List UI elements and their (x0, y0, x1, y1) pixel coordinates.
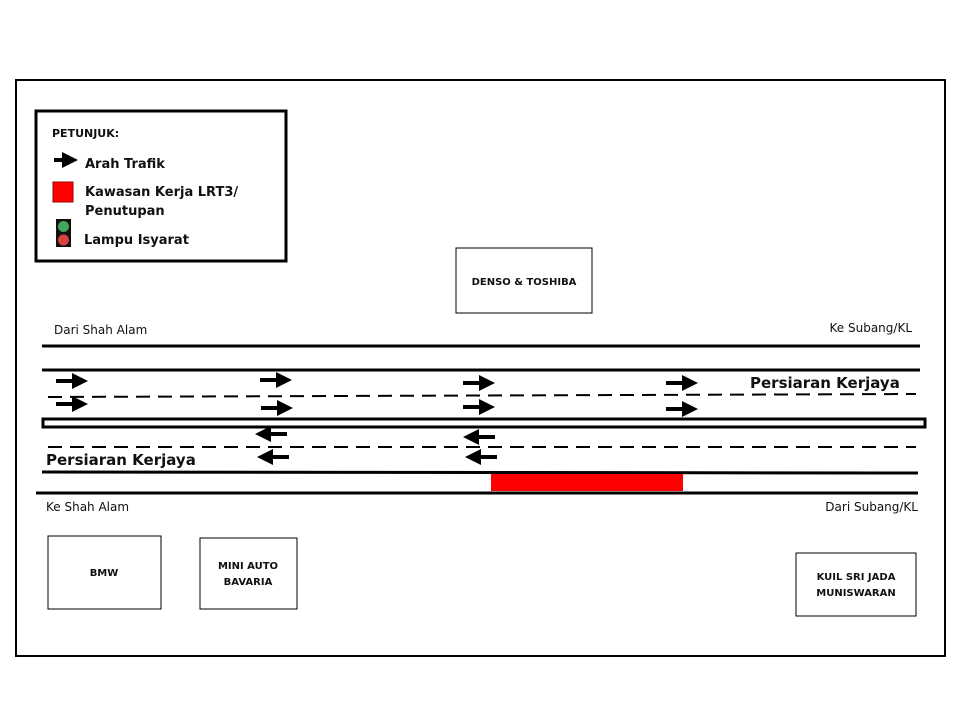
red-square-icon (52, 181, 74, 203)
legend: PETUNJUK: Arah Trafik Kawasan Kerja LRT3… (34, 109, 288, 263)
work-zone-closure (491, 474, 683, 491)
legend-traffic-direction: Arah Trafik (85, 157, 165, 172)
building-mini-label-line2: BAVARIA (224, 577, 273, 588)
building-bmw (47, 535, 162, 610)
label-to-shah-alam: Ke Shah Alam (46, 500, 129, 514)
legend-title: PETUNJUK: (52, 127, 119, 140)
road-name-south: Persiaran Kerjaya (46, 451, 196, 469)
label-from-subang: Dari Subang/KL (825, 500, 918, 514)
traffic-light-icon (56, 219, 71, 247)
building-mini-auto-bavaria (199, 537, 298, 610)
legend-work-zone-line1: Kawasan Kerja LRT3/ (85, 185, 238, 200)
building-denso-toshiba (455, 247, 593, 314)
building-kuil-sri-jada (795, 552, 917, 617)
outer-frame (15, 79, 946, 657)
label-to-subang: Ke Subang/KL (830, 321, 913, 335)
legend-work-zone-line2: Penutupan (85, 204, 165, 219)
legend-traffic-light: Lampu Isyarat (84, 233, 189, 248)
building-kuil-label-line1: KUIL SRI JADA (817, 572, 896, 583)
lane-divider (47, 393, 917, 398)
building-kuil-label-line2: MUNISWARAN (816, 588, 896, 599)
road (36, 344, 927, 495)
label-from-shah-alam: Dari Shah Alam (54, 323, 147, 337)
building-denso-toshiba-label: DENSO & TOSHIBA (472, 277, 577, 288)
building-bmw-label: BMW (90, 568, 119, 579)
road-name-north: Persiaran Kerjaya (750, 374, 900, 392)
median (41, 417, 927, 429)
building-mini-label-line1: MINI AUTO (218, 561, 278, 572)
